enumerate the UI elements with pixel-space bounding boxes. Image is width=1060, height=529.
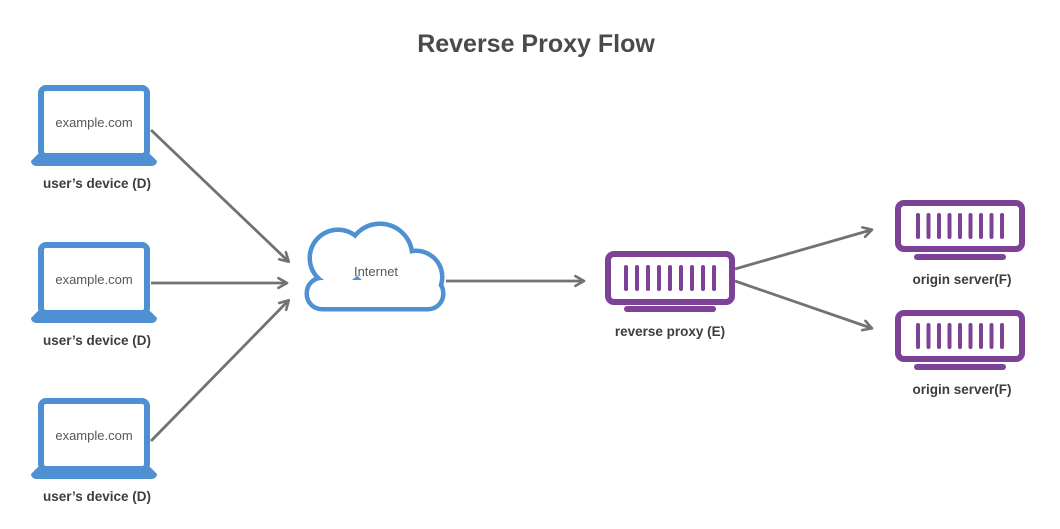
device-screen-text: example.com — [55, 115, 132, 130]
edges — [149, 128, 874, 442]
device-label: user’s device (D) — [43, 333, 151, 348]
arrow-proxy-to-origin1 — [734, 226, 874, 271]
server-slots-icon — [624, 265, 716, 291]
server-slots-icon — [916, 213, 1004, 239]
reverse-proxy-server: reverse proxy (E) — [605, 251, 735, 339]
user-device-2: example.com user’s device (D) — [31, 242, 157, 348]
internet-cloud: Internet — [304, 221, 446, 312]
laptop-base-icon — [31, 311, 157, 323]
arrow-proxy-to-origin2 — [734, 279, 874, 332]
laptop-base-icon — [31, 154, 157, 166]
laptop-base-icon — [31, 467, 157, 479]
origin-server-1: origin server(F) — [895, 200, 1025, 287]
device-label: user’s device (D) — [43, 176, 151, 191]
origin-server-2: origin server(F) — [895, 310, 1025, 397]
arrow-device3-to-internet — [149, 298, 291, 442]
origin-server-label: origin server(F) — [912, 272, 1011, 287]
page-title: Reverse Proxy Flow — [417, 30, 655, 58]
device-label: user’s device (D) — [43, 489, 151, 504]
user-device-3: example.com user’s device (D) — [31, 398, 157, 504]
reverse-proxy-label: reverse proxy (E) — [615, 324, 725, 339]
arrow-device1-to-internet — [150, 128, 291, 264]
user-device-1: example.com user’s device (D) — [31, 85, 157, 191]
device-screen-text: example.com — [55, 428, 132, 443]
internet-label: Internet — [354, 264, 398, 279]
origin-server-label: origin server(F) — [912, 382, 1011, 397]
device-screen-text: example.com — [55, 272, 132, 287]
server-slots-icon — [916, 323, 1004, 349]
cloud-icon — [304, 221, 446, 312]
